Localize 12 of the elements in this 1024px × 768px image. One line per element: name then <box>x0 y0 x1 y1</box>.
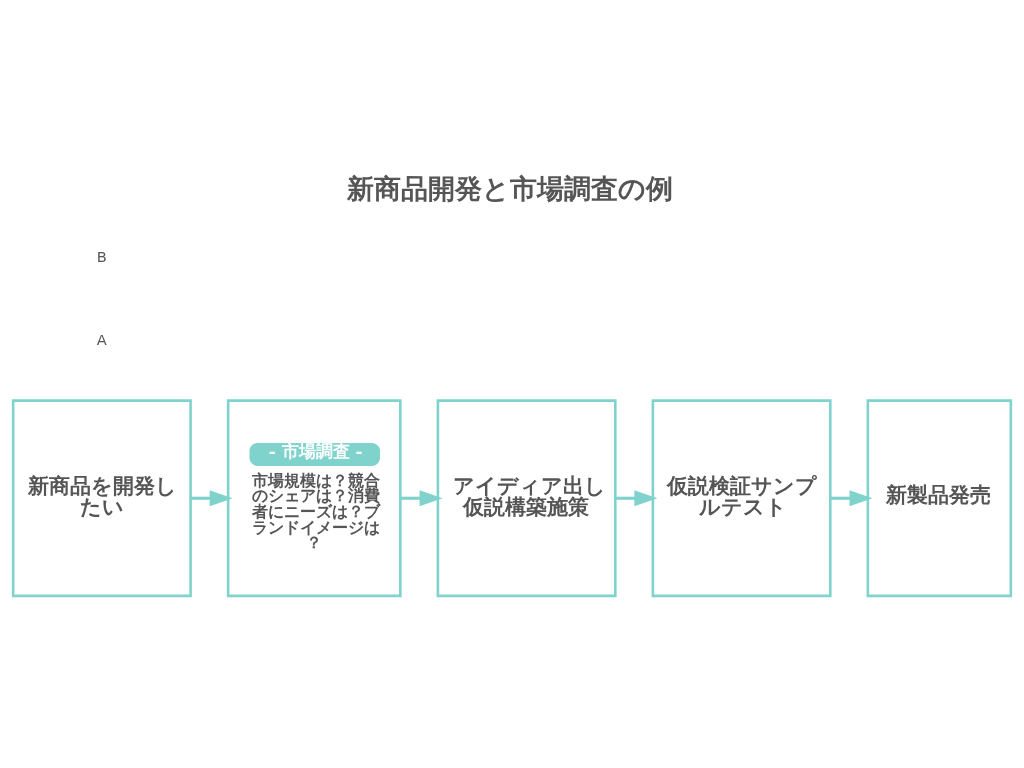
node-box: 新製品発売 <box>866 398 1013 597</box>
label: A <box>96 330 107 348</box>
diagram-title: 新商品開発と市場調査の例 <box>347 172 674 204</box>
arrow <box>615 489 658 506</box>
node-box: 仮説検証サンプルテスト <box>651 398 832 597</box>
node-box: 新商品を開発したい <box>11 398 192 597</box>
label: B <box>96 247 107 265</box>
arrow <box>830 489 873 506</box>
node-box: アイディア出し仮説構築施策 <box>436 398 617 597</box>
arrow <box>190 489 233 506</box>
node-box: - 市場調査 - 市場規模は？競合のシェアは？消費者にニーズは？ブランドイメージは？ <box>226 398 402 597</box>
arrow <box>400 489 443 506</box>
